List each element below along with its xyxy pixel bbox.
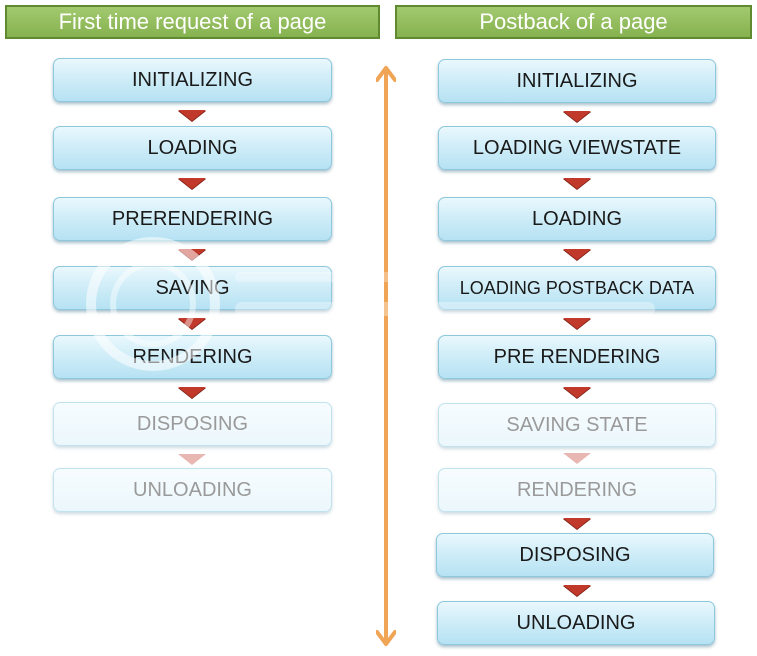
right-step-rendering: RENDERING (438, 468, 716, 512)
right-step-loading-viewstate: LOADING VIEWSTATE (438, 126, 716, 170)
left-step-saving: SAVING (53, 266, 332, 310)
right-column-title: Postback of a page (395, 5, 752, 39)
flow-arrow-icon (178, 110, 206, 121)
flow-arrow-icon (178, 387, 206, 398)
left-step-prerendering: PRERENDERING (53, 197, 332, 241)
flow-arrow-icon (563, 178, 591, 189)
right-step-disposing: DISPOSING (436, 533, 714, 577)
right-step-loading-postback-data: LOADING POSTBACK DATA (438, 266, 716, 310)
left-column-title: First time request of a page (5, 5, 380, 39)
left-step-initializing: INITIALIZING (53, 58, 332, 102)
right-step-saving-state: SAVING STATE (438, 403, 716, 447)
flow-arrow-icon (563, 585, 591, 596)
flow-arrow-icon (563, 387, 591, 398)
flow-arrow-icon (178, 318, 206, 329)
flow-arrow-icon (563, 111, 591, 122)
double-arrow-vertical-icon (376, 66, 396, 646)
right-step-pre-rendering: PRE RENDERING (438, 335, 716, 379)
right-step-initializing: INITIALIZING (438, 59, 716, 103)
flow-arrow-icon (563, 249, 591, 260)
flow-arrow-icon (178, 178, 206, 189)
right-step-loading: LOADING (438, 197, 716, 241)
flow-arrow-icon (563, 518, 591, 529)
left-step-rendering: RENDERING (53, 335, 332, 379)
right-step-unloading: UNLOADING (437, 601, 715, 645)
left-step-loading: LOADING (53, 126, 332, 170)
flow-arrow-icon (178, 249, 206, 260)
left-step-disposing: DISPOSING (53, 402, 332, 446)
left-step-unloading: UNLOADING (53, 468, 332, 512)
flow-arrow-icon (178, 454, 206, 465)
flow-arrow-icon (563, 453, 591, 464)
flow-arrow-icon (563, 318, 591, 329)
